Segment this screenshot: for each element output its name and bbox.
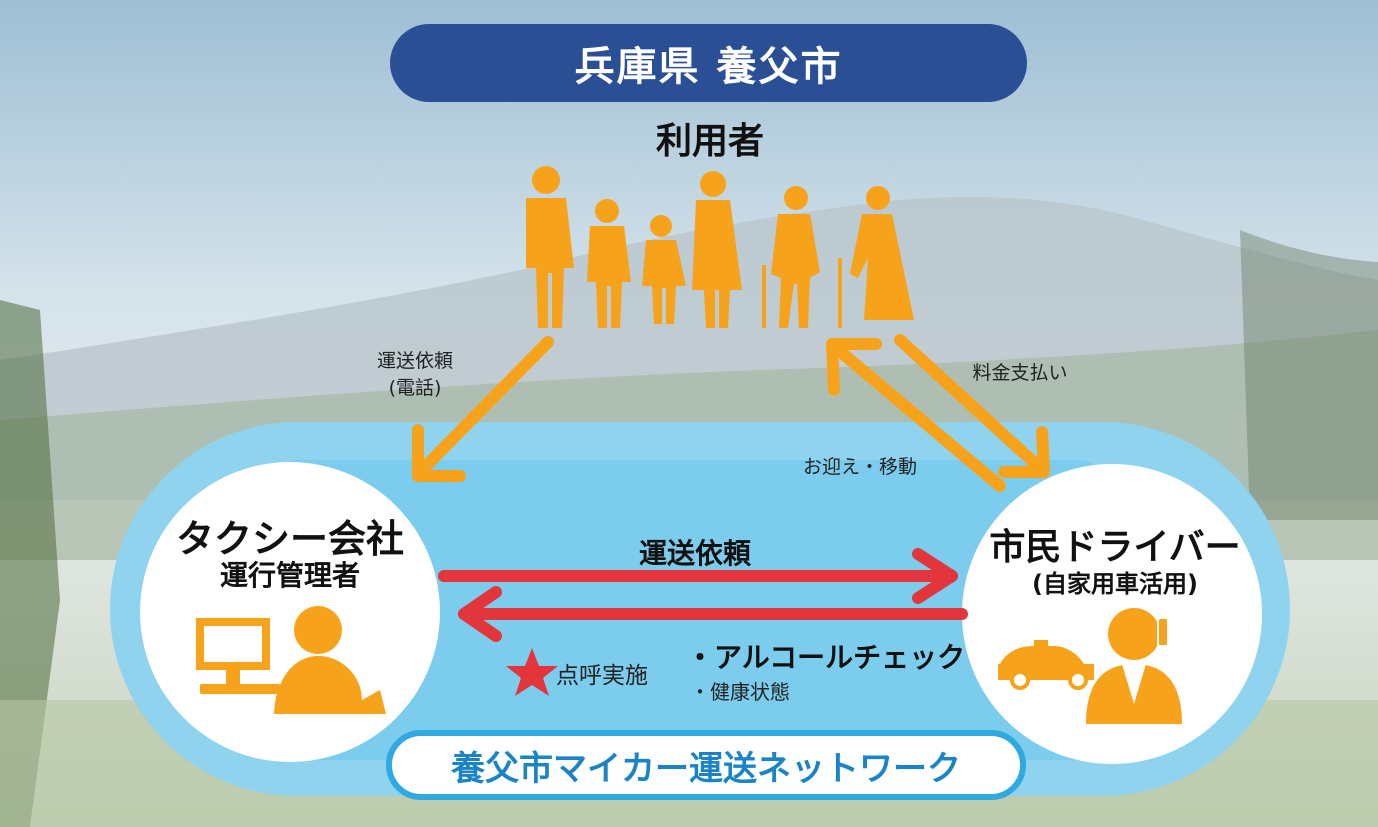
- taxi-company-title: タクシー会社: [175, 517, 404, 561]
- star-icon: [506, 648, 558, 696]
- rollcall-label: 点呼実施: [556, 663, 648, 689]
- request-phone-arrow: [418, 336, 554, 474]
- pickup-arrow: [830, 342, 1006, 492]
- red-arrows: [438, 548, 968, 642]
- citizen-driver-title: 市民ドライバー: [989, 527, 1241, 568]
- page-title: 兵庫県 養父市: [390, 24, 1027, 102]
- pickup-label: お迎え・移動: [802, 456, 917, 478]
- users-icon: [526, 166, 914, 328]
- private-car-label: (自家用車活用): [1032, 570, 1198, 598]
- request-phone-label-2: (電話): [388, 377, 442, 399]
- alcohol-check-label: ・アルコールチェック: [686, 641, 966, 674]
- transport-request-label: 運送依頼: [638, 537, 751, 570]
- payment-label: 料金支払い: [972, 362, 1068, 384]
- users-label: 利用者: [655, 121, 764, 162]
- network-name-banner: 養父市マイカー運送ネットワーク: [386, 730, 1026, 800]
- health-status-label: ・健康状態: [690, 680, 790, 704]
- operation-manager-label: 運行管理者: [219, 559, 360, 592]
- driver-taxi-icon: [998, 608, 1182, 724]
- manager-computer-icon: [196, 606, 386, 714]
- request-phone-label-1: 運送依頼: [376, 350, 453, 372]
- payment-arrow: [894, 334, 1046, 474]
- orange-arrows: [412, 334, 1050, 492]
